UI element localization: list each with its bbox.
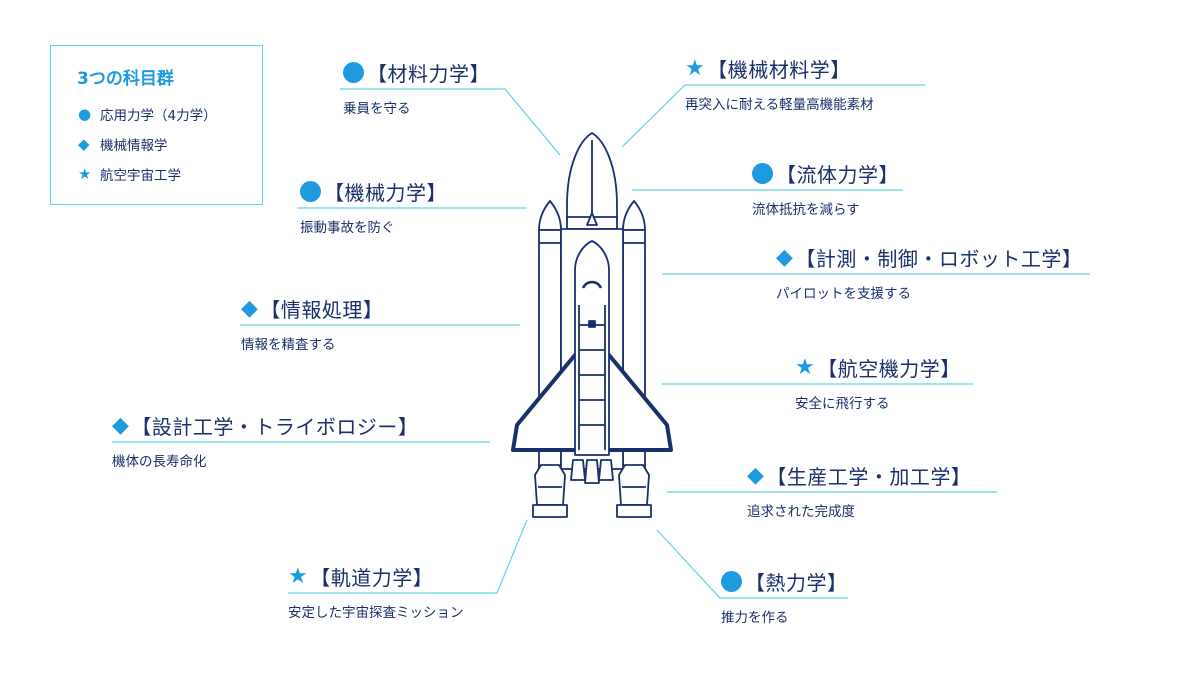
label-machine-materials: ★【機械材料学】 再突入に耐える軽量高機能素材 (685, 54, 874, 113)
subject-title: 【材料力学】 (367, 62, 490, 86)
right-nozzle (618, 464, 650, 506)
star-icon: ★ (288, 564, 309, 589)
legend-label: 応用力学（4力学） (100, 108, 217, 124)
main-engines (570, 459, 614, 484)
label-production-engineering: ◆【生産工学・加工学】 追求された完成度 (747, 461, 971, 520)
legend-box: 3つの科目群 ● 応用力学（4力学） ◆ 機械情報学 ★ 航空宇宙工学 (50, 45, 263, 205)
circle-icon: ● (78, 105, 92, 123)
label-thermodynamics: ●【熱力学】 推力を作る (721, 567, 848, 626)
subject-desc: 流体抵抗を減らす (752, 202, 860, 218)
diamond-icon: ◆ (78, 135, 90, 153)
subject-title: 【生産工学・加工学】 (766, 465, 972, 489)
label-orbital-mechanics: ★【軌道力学】 安定した宇宙探査ミッション (288, 562, 464, 621)
orbiter-body (574, 240, 610, 456)
diamond-icon: ◆ (112, 413, 130, 438)
left-booster (538, 200, 562, 231)
subject-desc: 安定した宇宙探査ミッション (288, 605, 464, 621)
subject-title: 【設計工学・トライボロジー】 (131, 415, 419, 439)
subject-title: 【熱力学】 (745, 571, 848, 595)
legend-label: 機械情報学 (100, 138, 168, 154)
subject-desc: 振動事故を防ぐ (300, 220, 395, 236)
subject-title: 【軌道力学】 (310, 566, 434, 590)
subject-desc: 推力を作る (721, 610, 789, 626)
subject-desc: 機体の長寿命化 (112, 454, 207, 470)
label-materials-mechanics: ●【材料力学】 乗員を守る (343, 58, 490, 117)
subject-title: 【航空機力学】 (817, 357, 961, 381)
subject-desc: 再突入に耐える軽量高機能素材 (685, 97, 874, 113)
subject-title: 【情報処理】 (260, 298, 384, 322)
diamond-icon: ◆ (776, 245, 794, 270)
circle-icon: ● (300, 181, 321, 202)
subject-desc: パイロットを支援する (776, 286, 911, 302)
line-materials (340, 88, 561, 156)
subject-title: 【計測・制御・ロボット工学】 (795, 247, 1083, 271)
left-nozzle (534, 464, 566, 506)
subject-title: 【機械力学】 (324, 181, 447, 205)
legend-item-aerospace: ★ 航空宇宙工学 (78, 164, 181, 184)
label-design-engineering: ◆【設計工学・トライボロジー】 機体の長寿命化 (112, 411, 418, 470)
label-machine-mechanics: ●【機械力学】 振動事故を防ぐ (300, 177, 447, 236)
legend-item-applied-mechanics: ● 応用力学（4力学） (78, 104, 217, 124)
subject-desc: 追求された完成度 (747, 504, 855, 520)
star-icon: ★ (685, 56, 706, 81)
subject-title: 【流体力学】 (776, 163, 899, 187)
right-booster (622, 200, 646, 231)
label-measurement-robotics: ◆【計測・制御・ロボット工学】 パイロットを支援する (776, 243, 1082, 302)
subject-desc: 安全に飛行する (795, 396, 890, 412)
diamond-icon: ◆ (747, 463, 765, 488)
subject-title: 【機械材料学】 (707, 58, 851, 82)
line-orbital (288, 519, 528, 594)
line-thermo (656, 529, 848, 599)
circle-icon: ● (721, 571, 742, 592)
label-flight-mechanics: ★【航空機力学】 安全に飛行する (795, 353, 961, 412)
star-icon: ★ (78, 165, 92, 183)
circle-icon: ● (752, 163, 773, 184)
line-machine-materials (621, 84, 925, 148)
legend-label: 航空宇宙工学 (100, 168, 181, 184)
label-fluid-mechanics: ●【流体力学】 流体抵抗を減らす (752, 159, 899, 218)
label-info-processing: ◆【情報処理】 情報を精査する (241, 294, 383, 353)
space-shuttle-illustration (511, 132, 673, 518)
subject-desc: 乗員を守る (343, 101, 411, 117)
star-icon: ★ (795, 355, 816, 380)
circle-icon: ● (343, 62, 364, 83)
diamond-icon: ◆ (241, 296, 259, 321)
legend-title: 3つの科目群 (77, 69, 174, 89)
legend-item-mechanical-info: ◆ 機械情報学 (78, 134, 168, 154)
subject-desc: 情報を精査する (241, 337, 336, 353)
